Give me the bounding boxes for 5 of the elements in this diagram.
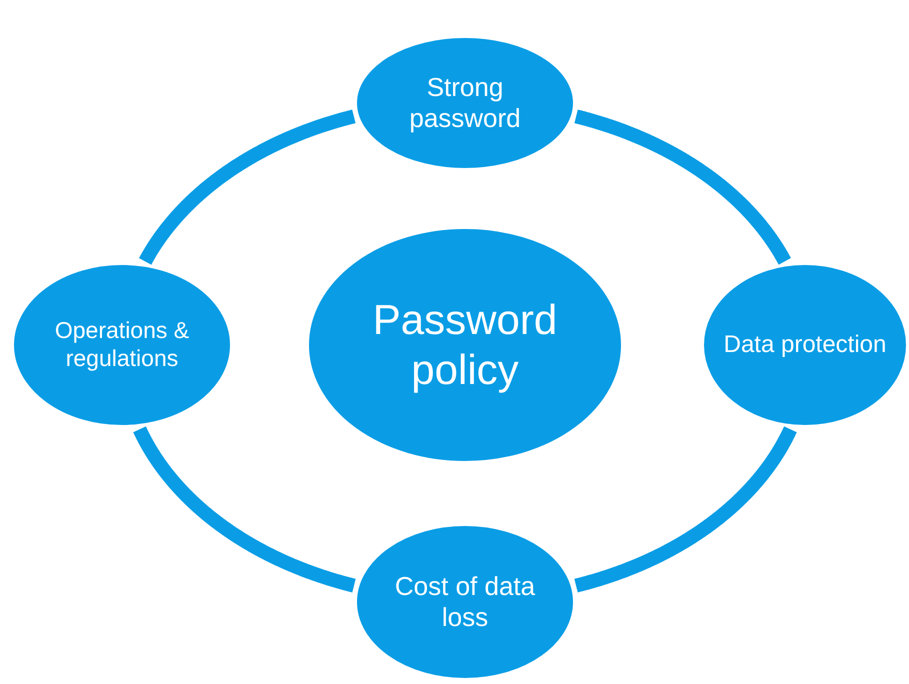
node-label: Password policy <box>372 294 558 395</box>
node-label: Cost of data loss <box>394 570 536 634</box>
node-label: Operations & regulations <box>54 317 190 373</box>
node-label: Strong password <box>408 72 522 134</box>
node-label: Data protection <box>724 330 886 360</box>
